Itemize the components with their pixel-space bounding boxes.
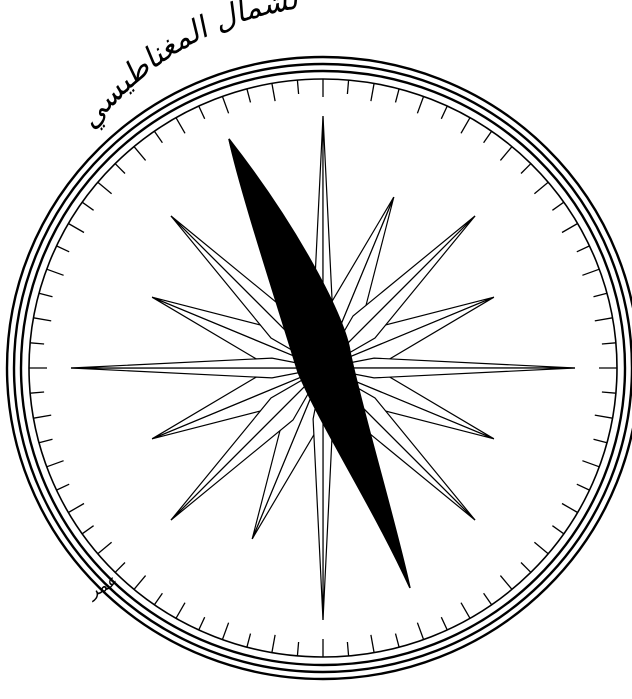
- degree-tick: [199, 106, 205, 119]
- degree-tick: [521, 164, 531, 174]
- degree-tick: [396, 634, 400, 648]
- degree-tick: [57, 484, 70, 490]
- degree-tick: [272, 635, 275, 653]
- degree-tick: [82, 526, 93, 534]
- degree-tick: [134, 576, 146, 590]
- degree-tick: [57, 246, 70, 252]
- degree-tick: [602, 343, 616, 344]
- degree-tick: [47, 269, 64, 275]
- degree-tick: [68, 224, 84, 233]
- degree-tick: [39, 293, 53, 297]
- degree-tick: [272, 83, 275, 101]
- degree-tick: [577, 484, 590, 490]
- degree-tick: [68, 504, 84, 513]
- degree-tick: [602, 392, 616, 393]
- degree-tick: [396, 89, 400, 103]
- degree-tick: [347, 642, 348, 656]
- degree-tick: [500, 147, 512, 161]
- degree-tick: [521, 563, 531, 573]
- degree-tick: [297, 642, 298, 656]
- degree-tick: [98, 542, 112, 554]
- degree-tick: [441, 617, 447, 630]
- degree-tick: [577, 246, 590, 252]
- degree-tick: [595, 318, 613, 321]
- degree-tick: [30, 392, 44, 393]
- degree-tick: [115, 164, 125, 174]
- degree-tick: [247, 634, 251, 648]
- degree-tick: [595, 415, 613, 418]
- degree-tick: [500, 576, 512, 590]
- degree-tick: [176, 118, 185, 134]
- degree-tick: [534, 542, 548, 554]
- degree-tick: [154, 593, 162, 604]
- degree-tick: [552, 202, 563, 210]
- degree-tick: [484, 131, 492, 142]
- degree-tick: [461, 603, 470, 619]
- degree-tick: [98, 182, 112, 194]
- degree-tick: [582, 269, 599, 275]
- degree-tick: [441, 106, 447, 119]
- degree-tick: [594, 293, 608, 297]
- degree-tick: [417, 623, 423, 640]
- degree-tick: [552, 526, 563, 534]
- degree-tick: [371, 83, 374, 101]
- degree-tick: [199, 617, 205, 630]
- degree-tick: [347, 80, 348, 94]
- degree-tick: [594, 439, 608, 443]
- degree-tick: [34, 318, 52, 321]
- degree-tick: [247, 89, 251, 103]
- degree-tick: [47, 461, 64, 467]
- degree-tick: [562, 504, 578, 513]
- degree-tick: [82, 202, 93, 210]
- degree-tick: [222, 96, 228, 113]
- degree-tick: [34, 415, 52, 418]
- degree-tick: [562, 224, 578, 233]
- degree-tick: [30, 343, 44, 344]
- degree-tick: [39, 439, 53, 443]
- degree-tick: [371, 635, 374, 653]
- degree-tick: [222, 623, 228, 640]
- degree-tick: [154, 131, 162, 142]
- degree-tick: [134, 147, 146, 161]
- degree-tick: [534, 182, 548, 194]
- degree-tick: [484, 593, 492, 604]
- degree-tick: [176, 603, 185, 619]
- degree-tick: [115, 563, 125, 573]
- degree-tick: [582, 461, 599, 467]
- degree-tick: [461, 118, 470, 134]
- degree-tick: [417, 96, 423, 113]
- degree-tick: [297, 80, 298, 94]
